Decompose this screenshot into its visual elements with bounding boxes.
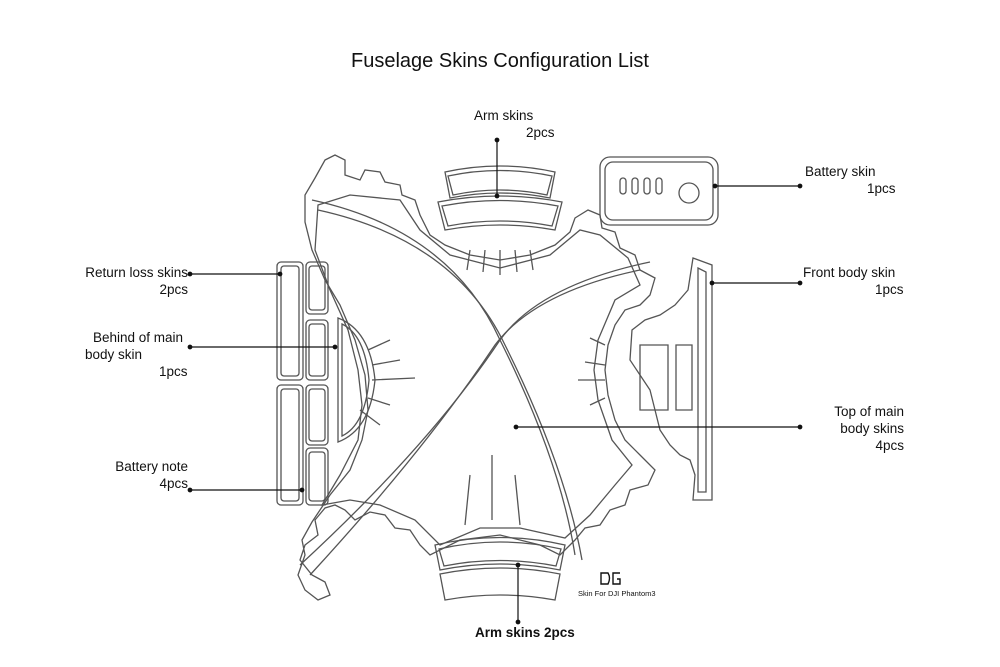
- label-arm-skins-top: Arm skins 2pcs: [474, 108, 555, 140]
- behind-main-body-skin: [337, 317, 376, 443]
- arm-skin-bottom-1: [434, 536, 566, 571]
- arm-skin-bottom-2: [439, 567, 561, 601]
- label-top-main-body-skins: Top of main body skins 4pcs: [834, 404, 904, 453]
- arm-skin-top-2: [437, 195, 563, 231]
- label-behind-main-body-skin: Behind of main body skin 1pcs: [85, 330, 188, 379]
- front-body-skin: [629, 257, 713, 501]
- arm-skin-top-1: [444, 165, 556, 199]
- label-battery-note: Battery note 4pcs: [115, 459, 188, 491]
- brand-text: Skin For DJI Phantom3: [578, 589, 656, 598]
- battery-note-1: [276, 384, 304, 506]
- battery-note-2: [305, 384, 329, 446]
- label-arm-skins-bottom: Arm skins 2pcs: [475, 625, 575, 640]
- fuselage-outline: [297, 154, 656, 601]
- label-return-loss-skins: Return loss skins 2pcs: [85, 265, 188, 297]
- battery-note-3: [305, 447, 329, 506]
- brand-logo-icon: [600, 572, 621, 585]
- return-loss-skin-2: [305, 261, 329, 315]
- page-title: Fuselage Skins Configuration List: [351, 50, 649, 72]
- label-front-body-skin: Front body skin 1pcs: [803, 265, 904, 297]
- label-battery-skin: Battery skin 1pcs: [805, 164, 896, 196]
- return-loss-skin-1: [276, 261, 304, 381]
- battery-skin: [599, 156, 719, 226]
